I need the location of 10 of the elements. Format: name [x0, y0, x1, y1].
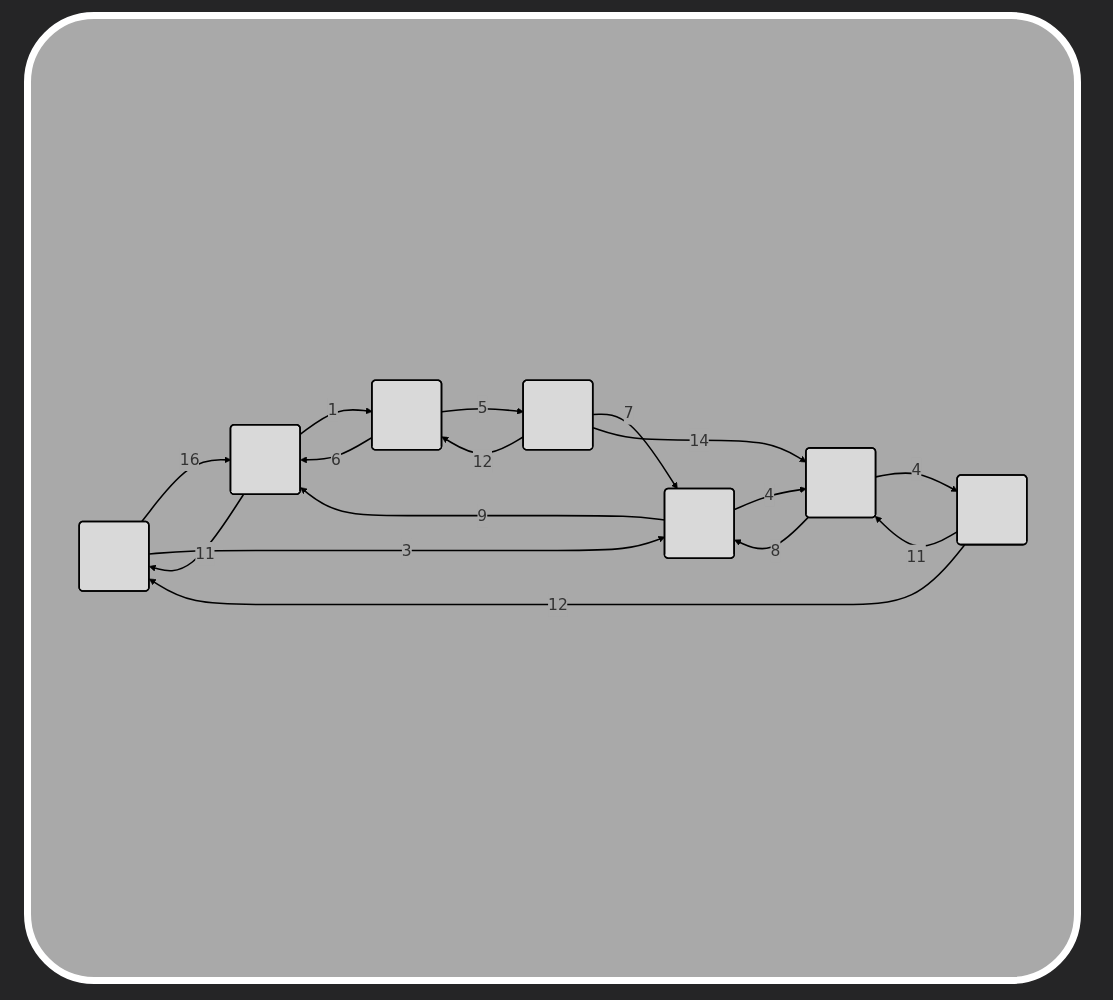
rounded-box: [77, 520, 150, 592]
rounded-box: [370, 379, 442, 451]
arrow: [148, 544, 965, 606]
rounded-box: [229, 423, 301, 495]
rounded-box: [804, 446, 876, 519]
rounded-box: [521, 379, 593, 451]
rounded-box: [663, 487, 735, 559]
arrow: [148, 493, 244, 572]
arrow: [733, 516, 809, 550]
rounded-box: [955, 474, 1028, 546]
